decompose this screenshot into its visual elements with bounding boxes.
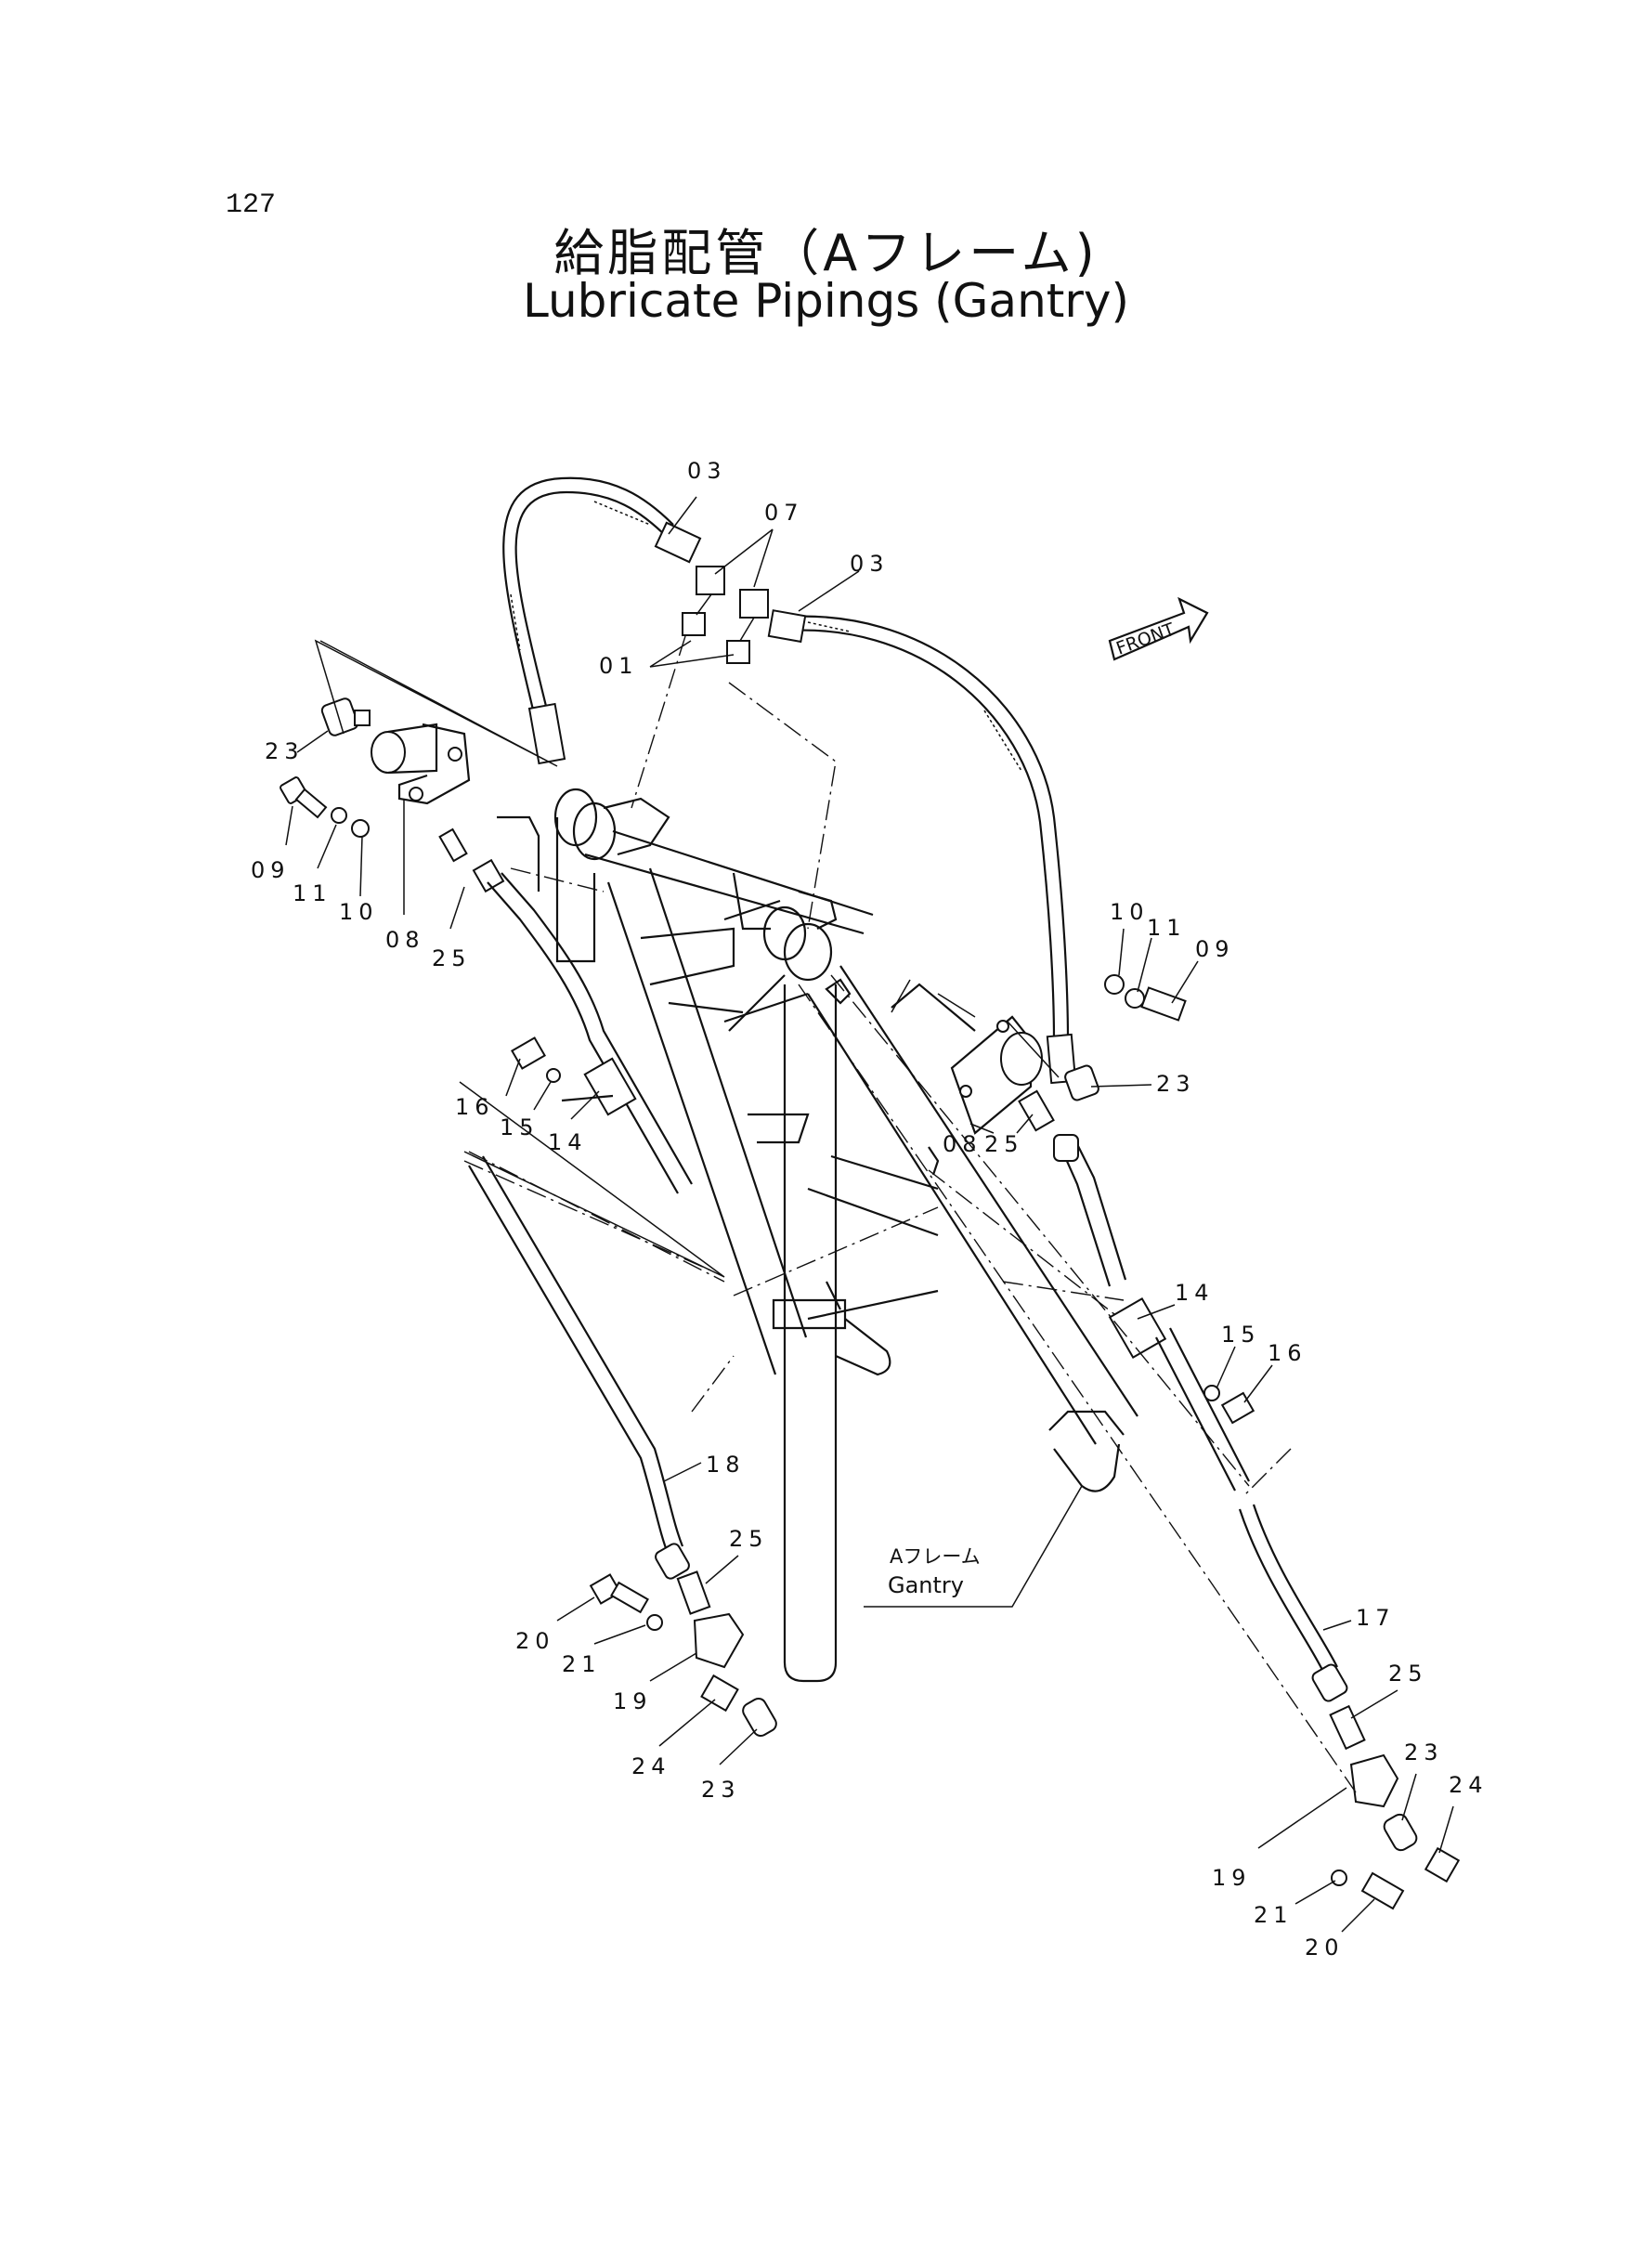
- part-label: 09: [251, 857, 291, 883]
- svg-text:Gantry: Gantry: [888, 1572, 964, 1598]
- part-label: 08: [943, 1131, 982, 1157]
- part-label: 21: [1254, 1902, 1294, 1928]
- part-label: 18: [706, 1452, 746, 1478]
- part-label: 10: [339, 899, 379, 925]
- title-japanese: 給脂配管（Aフレーム): [553, 224, 1099, 282]
- part-label: 01: [599, 653, 639, 679]
- part-label: 07: [764, 500, 804, 526]
- part-label: 19: [613, 1688, 653, 1714]
- part-label: 11: [1147, 915, 1187, 941]
- hose-left: [502, 476, 702, 765]
- gantry-frame: [497, 788, 1138, 1683]
- part-label: 20: [515, 1628, 555, 1654]
- part-label: 17: [1356, 1605, 1396, 1631]
- lower-left-fittings: [589, 1570, 777, 1738]
- page-number: 127: [226, 189, 277, 221]
- part-label: 24: [1449, 1772, 1489, 1798]
- gantry-callout: Aフレーム Gantry: [864, 1485, 1083, 1608]
- svg-text:Aフレーム: Aフレーム: [890, 1545, 981, 1568]
- part-label: 03: [850, 551, 890, 577]
- leader-lines: [285, 496, 1454, 1933]
- left-pipe-upper: [487, 872, 693, 1194]
- part-label: 15: [1221, 1322, 1261, 1348]
- part-label: 21: [562, 1651, 602, 1677]
- part-label: 25: [1388, 1661, 1428, 1687]
- part-label: 11: [293, 880, 332, 906]
- part-label: 23: [1156, 1071, 1196, 1097]
- hose-right: [767, 609, 1077, 1085]
- part-label: 03: [687, 458, 727, 484]
- part-label: 15: [500, 1114, 540, 1140]
- title-english: Lubricate Pipings (Gantry): [522, 274, 1130, 328]
- left-fitting-assembly: [280, 697, 505, 893]
- right-pipe-lower: [1238, 1504, 1348, 1702]
- part-label: 23: [701, 1777, 741, 1803]
- part-label: 23: [1404, 1739, 1444, 1765]
- part-label: 25: [432, 945, 472, 971]
- part-label: 08: [385, 927, 425, 953]
- part-label: 10: [1110, 899, 1150, 925]
- part-label: 09: [1195, 936, 1235, 962]
- svg-text:FRONT: FRONT: [1113, 619, 1177, 659]
- part-label: 23: [265, 738, 305, 764]
- part-label: 16: [1268, 1340, 1307, 1366]
- part-label: 16: [455, 1094, 495, 1120]
- part-number-labels: 03 07 03 01 23 09 11 10 08 25 10 11 09 2…: [251, 458, 1489, 1961]
- right-fitting-assembly: [950, 974, 1187, 1135]
- part-label: 25: [984, 1131, 1024, 1157]
- part-label: 25: [729, 1526, 769, 1552]
- left-pipe-lower: [468, 1155, 690, 1580]
- part-label: 24: [631, 1753, 671, 1779]
- front-arrow: FRONT: [1108, 596, 1209, 661]
- part-label: 20: [1305, 1935, 1345, 1961]
- assembly-guide-lines: [459, 635, 1357, 1793]
- part-label: 19: [1212, 1865, 1252, 1891]
- lower-right-fittings: [1329, 1704, 1461, 1910]
- fittings-top: [682, 566, 769, 664]
- part-label: 14: [548, 1129, 588, 1155]
- part-label: 14: [1175, 1280, 1215, 1306]
- right-pipe-upper: [1053, 1134, 1255, 1492]
